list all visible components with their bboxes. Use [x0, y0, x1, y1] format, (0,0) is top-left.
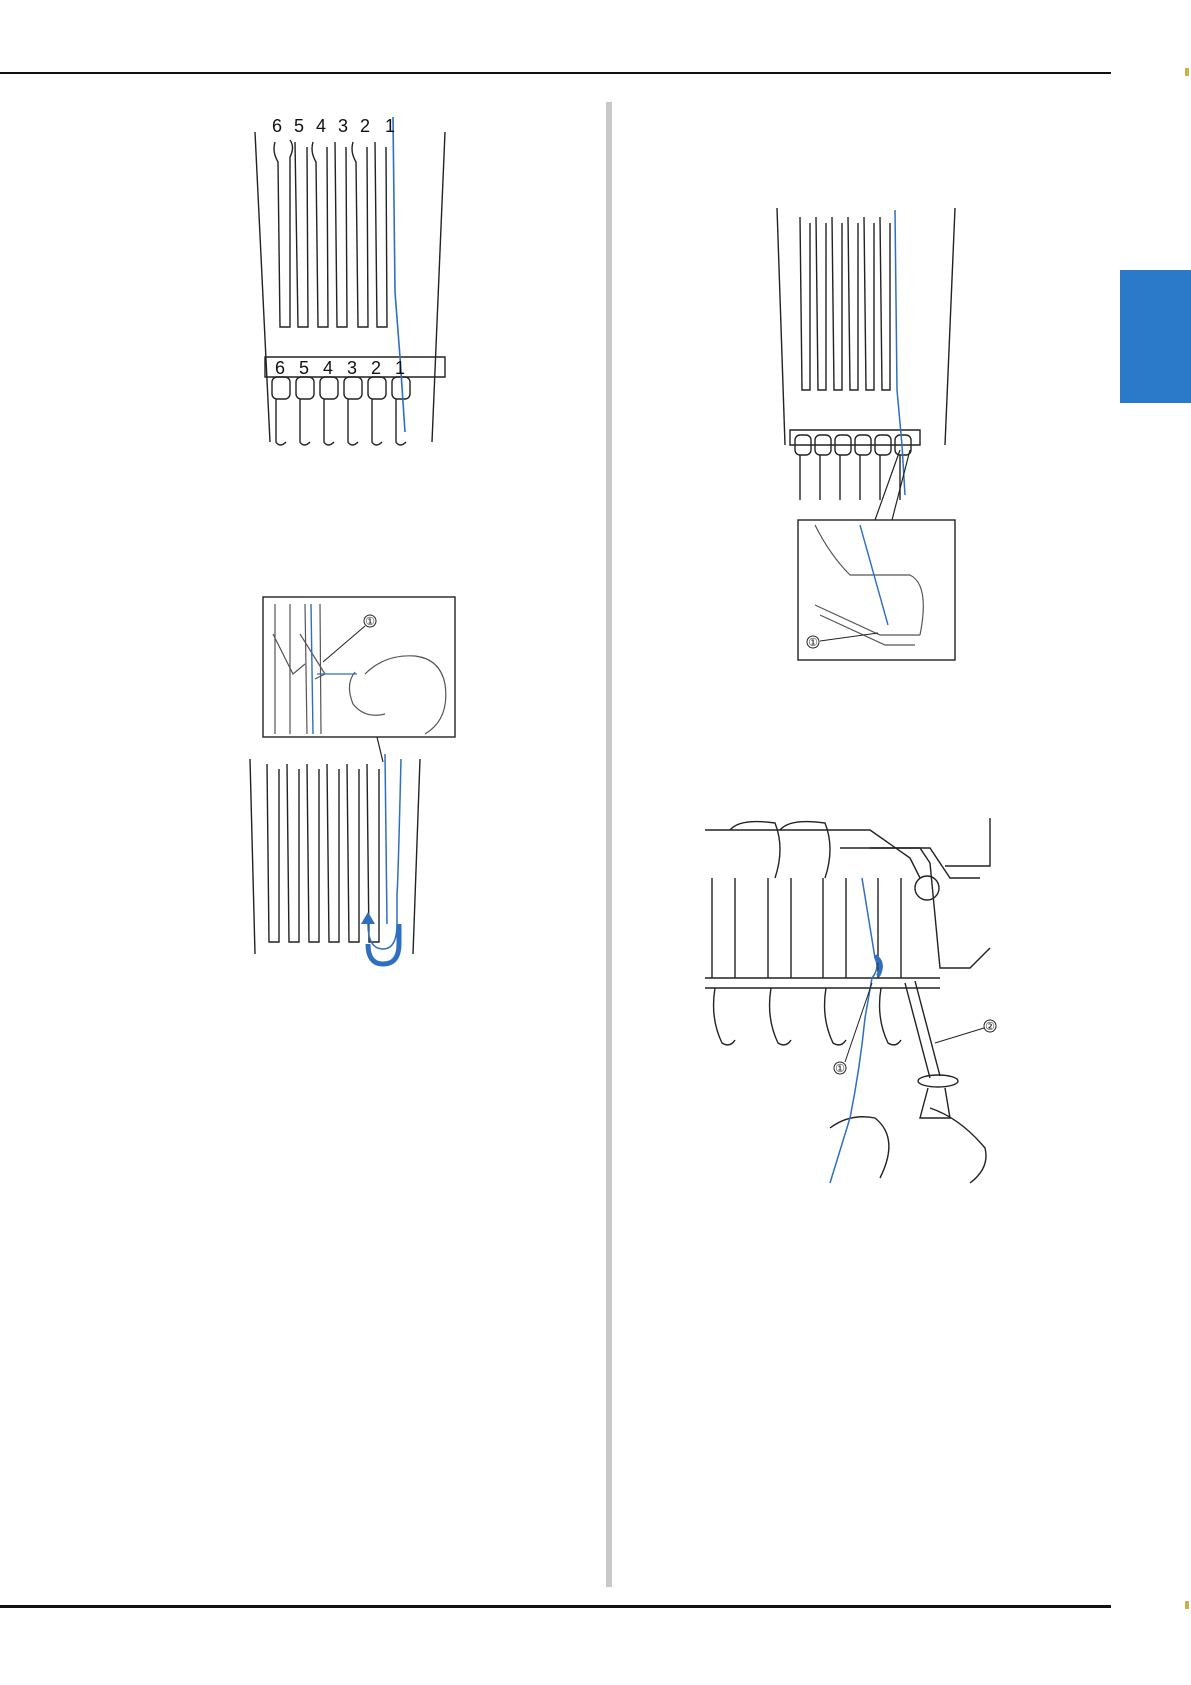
inset-frame — [798, 520, 955, 660]
figure-hook-thread-inset: ① — [245, 594, 460, 964]
machine-outline-left — [255, 132, 270, 442]
figure-thread-guides-numbered: 6 5 4 3 2 1 6 5 4 3 2 1 — [250, 112, 460, 462]
figure-needle-threader: ① ② — [700, 818, 1030, 1188]
machine-outline-right — [432, 132, 445, 442]
thread-path — [830, 878, 877, 1183]
column-divider — [606, 102, 612, 1587]
guide-number: 5 — [299, 358, 309, 378]
margin-mark — [1185, 1601, 1189, 1609]
guide-number: 1 — [385, 116, 395, 136]
guide-number: 6 — [272, 116, 282, 136]
guide-number: 2 — [360, 116, 370, 136]
footer-rule — [0, 1605, 1111, 1608]
callout-1: ① — [365, 616, 375, 628]
callout-1: ① — [835, 1063, 845, 1075]
callout-1: ① — [808, 637, 818, 649]
guide-number: 3 — [338, 116, 348, 136]
guide-number: 2 — [371, 358, 381, 378]
threader-tool — [905, 981, 958, 1118]
chapter-tab — [1120, 270, 1191, 403]
inset-frame — [263, 597, 455, 737]
guide-number: 6 — [275, 358, 285, 378]
guide-number: 3 — [347, 358, 357, 378]
guide-number: 4 — [316, 116, 326, 136]
guide-number: 4 — [323, 358, 333, 378]
callout-2: ② — [985, 1021, 995, 1033]
thread-path — [393, 117, 405, 432]
margin-mark — [1185, 68, 1189, 76]
guide-number: 5 — [294, 116, 304, 136]
guide-number: 1 — [395, 358, 405, 378]
figure-thread-guide-zoom: ① — [770, 205, 960, 665]
header-rule — [0, 72, 1111, 74]
